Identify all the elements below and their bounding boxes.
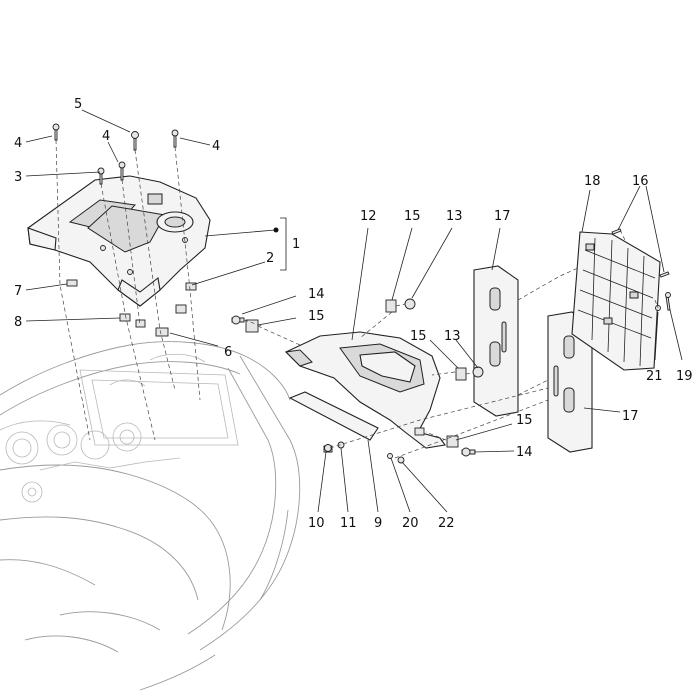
assembly-lines [55, 139, 659, 459]
callout-15: 15 [516, 413, 533, 428]
callout-11: 11 [340, 516, 357, 531]
callout-13: 13 [444, 329, 461, 344]
callout-14: 14 [308, 287, 325, 302]
scooter-body-outline [0, 341, 301, 691]
plate-holder-part-18 [571, 231, 661, 371]
callout-13: 13 [446, 209, 463, 224]
callout-17: 17 [494, 209, 511, 224]
leader-lines [25, 109, 683, 513]
callout-15: 15 [308, 309, 325, 324]
callout-8: 8 [14, 315, 22, 330]
callout-4: 4 [102, 129, 110, 144]
callout-4: 4 [14, 136, 22, 151]
callout-14: 14 [516, 445, 533, 460]
rear-cover-part-1 [27, 175, 211, 307]
callout-3: 3 [14, 170, 22, 185]
callout-16: 16 [632, 174, 649, 189]
callout-19: 19 [676, 369, 693, 384]
callout-10: 10 [308, 516, 325, 531]
reflector-part-17-lower [547, 311, 593, 453]
hardware [52, 123, 671, 464]
callout-20: 20 [402, 516, 419, 531]
callout-21: 21 [646, 369, 663, 384]
plate-support-part-9 [288, 391, 379, 441]
callout-15: 15 [404, 209, 421, 224]
callout-9: 9 [374, 516, 382, 531]
callout-2: 2 [266, 251, 274, 266]
callout-7: 7 [14, 284, 22, 299]
callout-18: 18 [584, 174, 601, 189]
callout-12: 12 [360, 209, 377, 224]
callout-1: 1 [292, 237, 300, 252]
rear-fender-part-12 [284, 331, 446, 449]
callout-labels: 4 5 4 4 3 1 2 7 8 6 12 15 13 17 18 16 14… [14, 97, 693, 531]
callout-15: 15 [410, 329, 427, 344]
reflector-part-17-upper [473, 265, 519, 417]
callout-5: 5 [74, 97, 82, 112]
callout-4: 4 [212, 139, 220, 154]
callout-6: 6 [224, 345, 232, 360]
callout-17: 17 [622, 409, 639, 424]
callout-22: 22 [438, 516, 455, 531]
